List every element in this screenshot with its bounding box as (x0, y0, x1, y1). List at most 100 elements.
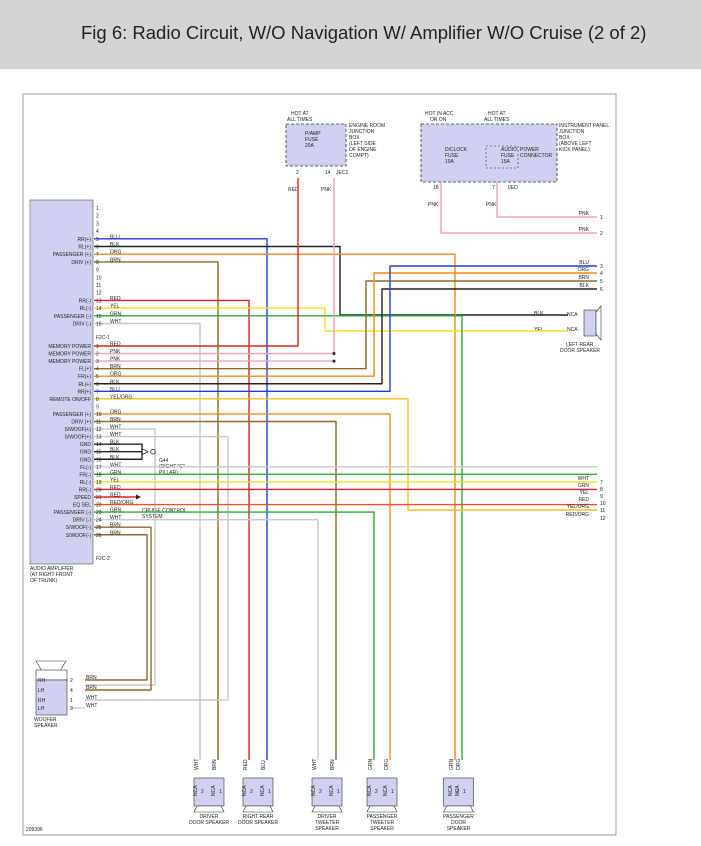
speaker-cone-icon-4 (443, 805, 474, 813)
speaker-3-name-2: SPEAKER (370, 826, 394, 832)
left-rear-door-speaker-body (583, 309, 597, 337)
amp-wire-color-5: BLK (110, 242, 120, 248)
amp-pin-number-17: 2 (96, 352, 99, 358)
ground-loc-2: PILLAR) (159, 470, 178, 476)
amp-pin-label-23: REMOTE ON/OFF (49, 397, 91, 403)
pamp-fuse-line1: P/AMP (305, 131, 321, 137)
amp-wire-color-23: YEL/ORG (110, 394, 132, 400)
offpage-wire-4: ORG (578, 267, 590, 273)
wire-swoof-minus-1 (85, 526, 152, 691)
speaker-1-pin-0: 2 (250, 789, 253, 795)
fb2-hotb-line2: ALL TIMES (484, 117, 510, 123)
offpage-num-6: 6 (600, 287, 603, 293)
woofer-speaker-label: WOOFER SPEAKER (34, 717, 58, 729)
woofer-speaker-connector-box (35, 679, 68, 716)
amp-pin-label-31: GND (80, 457, 92, 463)
offpage-wire-8: GRN (578, 483, 590, 489)
amp-pin-number-5: 6 (96, 245, 99, 251)
power-connector-label: POWER CONNECTOR (520, 147, 553, 159)
woofer-pin-number-1: 4 (70, 688, 73, 694)
amp-pin-label-15: DRIV (-) (73, 322, 92, 328)
amp-pin-label-6: PASSENGER (+) (53, 252, 92, 258)
amp-label-line3: OF TRUNK) (30, 578, 57, 584)
amp-pin-label-28: S/WOOF(+) (64, 435, 91, 441)
amp-pin-label-25: PASSENGER (+) (53, 412, 92, 418)
speaker-2-wire-0: WHT (312, 759, 318, 770)
amp-pin-label-35: RR(-) (79, 487, 92, 493)
amp-connector-bottom: F2C-2 (96, 556, 110, 562)
wire-rr-plus-blu-2 (94, 265, 597, 392)
amp-pin-label-29: GND (80, 442, 92, 448)
fuse-box-2-hot-b: HOT AT ALL TIMES (484, 111, 510, 123)
amp-pin-number-4: 5 (96, 237, 99, 243)
cruise-line2: SYSTEM (142, 514, 163, 520)
left-rear-speaker-cone (595, 305, 602, 341)
amp-pin-label-26: DRIV (+) (71, 420, 91, 426)
amp-pin-label-41: S/WOOF(-) (66, 533, 92, 539)
left-rear-speaker-label: LEFT REAR DOOR SPEAKER (560, 342, 600, 354)
wire-pass-tweeter-minus (94, 511, 375, 760)
amp-pin-number-18: 3 (96, 359, 99, 365)
ipb-line3: BOX (559, 135, 570, 141)
fb2-wire-a: PNK (428, 202, 439, 208)
wire-rr-plus-blu (94, 238, 268, 760)
wire-driv-tweeter-plus (94, 420, 337, 760)
amp-pin-number-35: 20 (96, 487, 102, 493)
amp-pin-label-17: MEMORY POWER (48, 352, 91, 358)
amp-pin-label-19: FL(+) (79, 367, 91, 373)
woofer-pin-number-2: 1 (70, 698, 73, 704)
wire-gnd-2 (94, 451, 143, 460)
amp-pin-label-30: GND (80, 450, 92, 456)
amp-pin-label-33: FR(-) (79, 472, 91, 478)
pc-line2: CONNECTOR (520, 153, 553, 159)
amp-pin-number-29: 14 (96, 442, 102, 448)
offpage-wire-10: RED (578, 497, 589, 503)
offpage-wire-9: YEL (580, 490, 590, 496)
amp-wire-color-16: RED (110, 342, 121, 348)
splice-point-2 (332, 359, 336, 363)
dclock-fuse-label: D/CLOCK FUSE 10A (445, 147, 469, 165)
amp-pin-label-40: S/WOOF(-) (66, 525, 92, 531)
amp-pin-label-22: RR(+) (78, 389, 92, 395)
fuse-box-2-hot-a: HOT IN ACC OR ON (425, 111, 455, 123)
amp-wire-color-22: BLU (110, 387, 120, 393)
amp-pin-number-39: 24 (96, 518, 102, 524)
wire-gnd-0 (94, 443, 143, 452)
speaker-3-pin-0: 2 (375, 789, 378, 795)
wire-swoof-minus-2 (85, 534, 148, 681)
erb-line5: OF ENGINE (349, 147, 377, 153)
speaker-2-name-2: SPEAKER (315, 826, 339, 832)
amp-pin-number-8: 9 (96, 268, 99, 274)
speaker-0-name-0: DRIVER (200, 814, 219, 820)
woofer-pin-label-2: RH (38, 698, 46, 704)
amp-pin-number-40: 25 (96, 525, 102, 531)
amp-pin-label-36: SPEED (74, 495, 91, 501)
amp-wire-color-18: PNK (110, 357, 121, 363)
left-rear-speaker-conn-a: NCA (567, 312, 578, 318)
amp-pin-number-14: 15 (96, 314, 102, 320)
woofer-line1: WOOFER (34, 717, 57, 723)
audio-fuse-line2: FUSE (501, 153, 515, 159)
cruise-control-label: CRUISE CONTROL SYSTEM (142, 508, 188, 520)
amp-pin-label-16: MEMORY POWER (48, 344, 91, 350)
offpage-num-5: 5 (600, 279, 603, 285)
amp-pin-label-14: PASSENGER (-) (54, 314, 91, 320)
amp-pin-number-19: 4 (96, 367, 99, 373)
offpage-num-2: 2 (600, 231, 603, 237)
dclock-line2: FUSE (445, 153, 459, 159)
amp-pin-label-38: PASSENGER (-) (54, 510, 91, 516)
diagram-frame (22, 93, 617, 836)
instrument-panel-box-label: INSTRUMENT PANEL JUNCTION BOX (ABOVE LEF… (559, 123, 610, 153)
speaker-0-wire-1: BRN (212, 759, 218, 770)
amp-connector-top: F2C-1 (96, 335, 110, 341)
woofer-pin-number-3: 3 (70, 706, 73, 712)
speaker-body-2 (311, 777, 343, 807)
offpage-wire-5: BRN (578, 275, 589, 281)
fb1-wire-b: PNK (321, 187, 332, 193)
offpage-num-9: 9 (600, 494, 603, 500)
amp-pin-label-21: RL(+) (78, 382, 91, 388)
offpage-wire-2: PNK (579, 227, 590, 233)
ipb-line2: JUNCTION (559, 129, 585, 135)
